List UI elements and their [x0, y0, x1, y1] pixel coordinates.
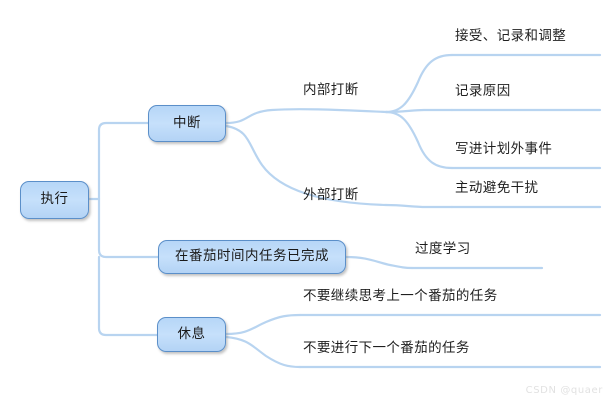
- label-external-interrupt-text: 外部打断: [303, 187, 359, 203]
- connector-waibu-to-leaf: [384, 203, 454, 209]
- label-write-unplanned-event[interactable]: 写进计划外事件: [455, 141, 553, 157]
- label-avoid-distraction-text: 主动避免干扰: [455, 180, 539, 196]
- connector-neibu-to-leaf2: [384, 108, 454, 114]
- label-accept-record-adjust[interactable]: 接受、记录和调整: [455, 28, 567, 44]
- label-internal-interrupt[interactable]: 内部打断: [303, 82, 359, 98]
- label-record-reason-text: 记录原因: [455, 83, 511, 99]
- label-no-start-next-pomodoro-text: 不要进行下一个番茄的任务: [303, 340, 470, 356]
- connector-rest-to-leaf1: [224, 313, 302, 336]
- node-root-label: 执行: [40, 191, 69, 208]
- node-branch-interrupt[interactable]: 中断: [148, 105, 226, 142]
- node-branch-task-done[interactable]: 在番茄时间内任务已完成: [158, 240, 346, 274]
- node-branch-rest[interactable]: 休息: [157, 317, 226, 352]
- label-overlearning-text: 过度学习: [415, 241, 471, 257]
- watermark: CSDN @quaer: [525, 385, 603, 396]
- connector-neibu-to-leaf1: [384, 53, 454, 114]
- label-no-start-next-pomodoro[interactable]: 不要进行下一个番茄的任务: [303, 340, 470, 356]
- connector-zhongduan-to-waibu: [224, 124, 388, 207]
- connector-trunk-to-task: [97, 197, 160, 259]
- label-record-reason[interactable]: 记录原因: [455, 83, 511, 99]
- label-internal-interrupt-text: 内部打断: [303, 82, 359, 98]
- connector-zhongduan-to-neibu: [224, 108, 388, 125]
- label-write-unplanned-event-text: 写进计划外事件: [455, 141, 553, 157]
- label-external-interrupt[interactable]: 外部打断: [303, 187, 359, 203]
- node-root[interactable]: 执行: [20, 181, 89, 219]
- node-branch-rest-label: 休息: [177, 325, 206, 342]
- label-no-think-previous-pomodoro[interactable]: 不要继续思考上一个番茄的任务: [303, 288, 498, 304]
- label-overlearning[interactable]: 过度学习: [415, 241, 471, 257]
- connector-rest-to-leaf2: [224, 335, 302, 369]
- label-accept-record-adjust-text: 接受、记录和调整: [455, 28, 567, 44]
- node-branch-interrupt-label: 中断: [173, 114, 201, 131]
- connector-trunk-spine: [97, 121, 150, 201]
- label-no-think-previous-pomodoro-text: 不要继续思考上一个番茄的任务: [303, 288, 498, 304]
- connector-task-to-leaf: [344, 255, 414, 270]
- node-branch-task-done-label: 在番茄时间内任务已完成: [175, 248, 329, 265]
- connector-trunk-to-rest: [97, 255, 159, 337]
- label-avoid-distraction[interactable]: 主动避免干扰: [455, 180, 539, 196]
- connector-neibu-to-leaf3: [384, 110, 454, 170]
